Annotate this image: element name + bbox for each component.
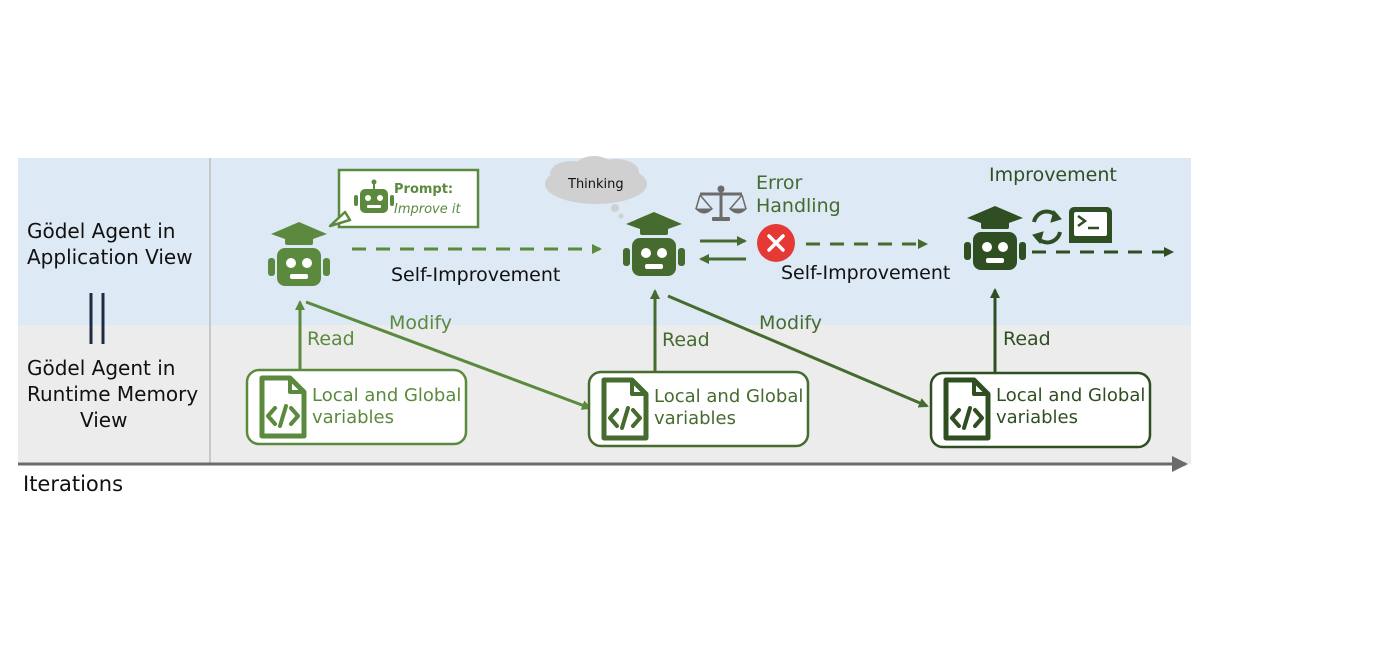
- prompt-title: Prompt:: [394, 182, 453, 197]
- runtime-view-label-line2: Runtime Memory: [27, 382, 198, 406]
- terminal-icon: [1069, 207, 1112, 243]
- modify-arrow-2: [667, 294, 929, 408]
- thinking-label: Thinking: [567, 177, 624, 192]
- error-x-icon: [757, 224, 795, 262]
- application-view-label-line2: Application View: [27, 245, 193, 269]
- equals-double-line: [89, 293, 105, 344]
- robot-agent-icon-1: [268, 222, 330, 286]
- robot-agent-icon-2: [623, 212, 685, 276]
- prompt-box: Prompt: Improve it: [328, 168, 480, 229]
- variables-box-1: Local and Global variables: [245, 368, 468, 446]
- read-label-1: Read: [307, 328, 355, 350]
- variables-box-3: Local and Global variables: [929, 371, 1152, 449]
- variables-text-1-line1: Local and Global: [312, 385, 461, 406]
- refresh-icon: [1032, 209, 1062, 245]
- robot-agent-icon-3: [964, 206, 1026, 270]
- read-label-2: Read: [662, 329, 710, 351]
- improvement-label: Improvement: [989, 164, 1117, 186]
- prompt-robot-icon: [354, 179, 394, 213]
- self-improvement-label-2: Self-Improvement: [781, 262, 950, 284]
- prompt-text: Improve it: [394, 202, 461, 217]
- variables-box-2: Local and Global variables: [587, 370, 810, 448]
- self-improvement-label-1: Self-Improvement: [391, 264, 560, 286]
- variables-text-2-line2: variables: [654, 408, 736, 429]
- thinking-cloud: Thinking: [545, 156, 647, 219]
- modify-arrow-1: [305, 300, 592, 410]
- variables-text-3-line1: Local and Global: [996, 385, 1145, 406]
- modify-label-1: Modify: [389, 312, 452, 334]
- error-handling-label-line1: Error: [756, 172, 803, 194]
- application-view-label-line1: Gödel Agent in: [27, 219, 175, 243]
- error-handling-label-line2: Handling: [756, 195, 841, 217]
- read-label-3: Read: [1003, 328, 1051, 350]
- runtime-view-label-line1: Gödel Agent in: [27, 356, 175, 380]
- runtime-view-label-line3: View: [80, 408, 127, 432]
- variables-text-1-line2: variables: [312, 407, 394, 428]
- variables-text-2-line1: Local and Global: [654, 386, 803, 407]
- variables-text-3-line2: variables: [996, 407, 1078, 428]
- iterations-label: Iterations: [23, 472, 123, 496]
- modify-label-2: Modify: [759, 312, 822, 334]
- scales-icon: [694, 185, 748, 221]
